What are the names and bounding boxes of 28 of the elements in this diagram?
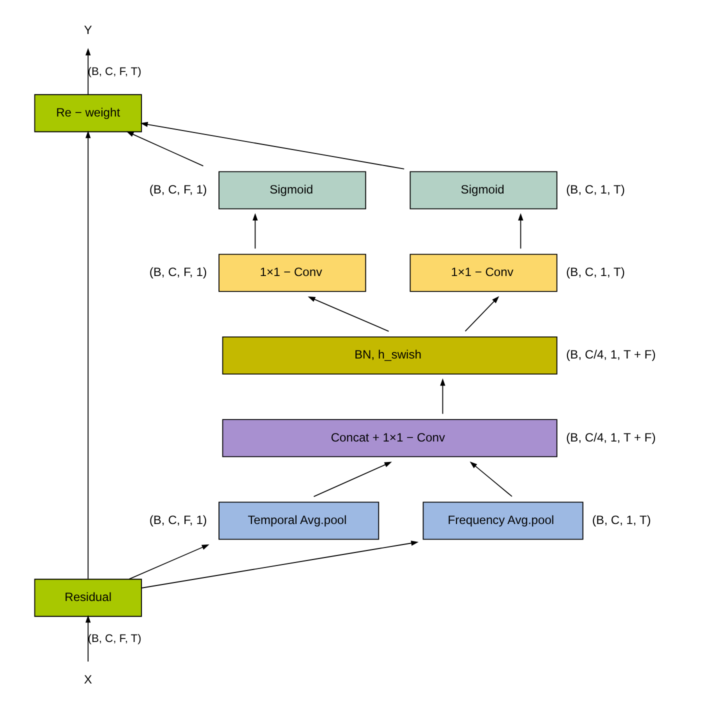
- node-box: Residual: [34, 578, 142, 617]
- arrow: [128, 544, 210, 580]
- arrow: [85, 130, 91, 580]
- arrow: [140, 122, 405, 170]
- arrow: [85, 615, 91, 662]
- node-label: (B, C, F, 1): [149, 182, 207, 196]
- arrow: [308, 296, 390, 332]
- node-label: (B, C/4, 1, T + F): [566, 430, 656, 444]
- arrow: [518, 213, 524, 250]
- arrow: [252, 213, 258, 250]
- arrow: [470, 461, 512, 497]
- node-label: (B, C, F, 1): [149, 512, 207, 527]
- node-box: Re − weight: [34, 94, 142, 132]
- node-label: (B, C, 1, T): [592, 512, 651, 527]
- arrow: [440, 378, 446, 414]
- arrow: [313, 462, 392, 498]
- node-label: (B, C, 1, T): [566, 182, 625, 196]
- node-label: (B, C, F, 1): [149, 265, 207, 280]
- arrow: [141, 540, 419, 588]
- arrow: [464, 296, 500, 332]
- edge-label: (B, C, F, T): [88, 66, 142, 78]
- node-label: (B, C, 1, T): [566, 265, 625, 280]
- node-text: X: [84, 672, 92, 687]
- arrow: [126, 131, 204, 166]
- node-label: (B, C/4, 1, T + F): [566, 348, 656, 362]
- arrow: [85, 48, 91, 95]
- node-text: Y: [84, 22, 92, 37]
- edge-label: (B, C, F, T): [88, 632, 142, 645]
